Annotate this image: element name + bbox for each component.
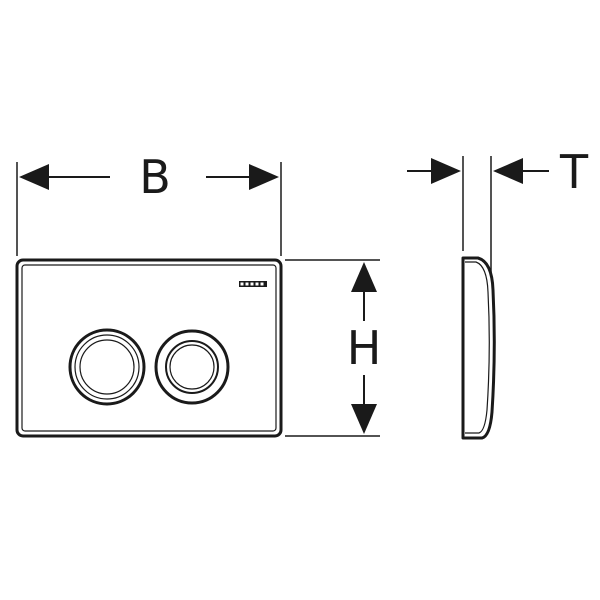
depth-arrow-left (431, 158, 461, 184)
height-dimension: H (285, 259, 382, 437)
brand-logo (239, 281, 267, 287)
width-arrow-right (249, 164, 279, 190)
depth-arrow-right (493, 158, 523, 184)
large-flush-button (68, 328, 146, 406)
side-view (461, 256, 496, 440)
side-profile-inner-line (465, 261, 490, 434)
plate-inner-outline (21, 264, 277, 432)
depth-label: T (559, 145, 589, 199)
height-arrow-bottom (351, 404, 377, 434)
small-flush-button (154, 329, 230, 405)
width-label: B (139, 150, 171, 204)
height-arrow-top (351, 262, 377, 292)
depth-dimension: T (407, 145, 589, 284)
height-label: H (347, 321, 382, 375)
side-profile-outline (461, 256, 496, 440)
width-dimension: B (16, 150, 282, 256)
front-view (15, 258, 283, 438)
width-arrow-left (19, 164, 49, 190)
